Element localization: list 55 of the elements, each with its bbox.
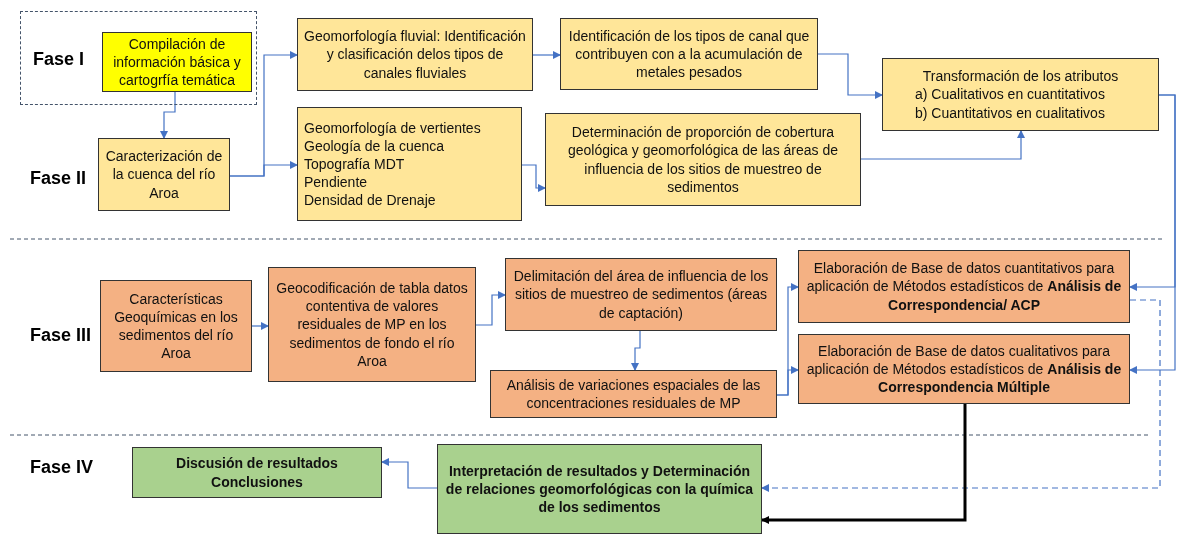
arrow <box>817 53 883 99</box>
arrow <box>251 322 269 330</box>
node-text: b) Cuantitativos en cualitativos <box>914 103 1106 122</box>
arrow <box>631 330 641 371</box>
arrow <box>860 130 1025 160</box>
node-text: Geomorfología fluvial: Identificación y clasificación delos tipos de canales fluviales <box>304 27 526 82</box>
phase-group-box <box>20 11 257 105</box>
arrow <box>521 164 546 192</box>
arrow <box>532 51 561 59</box>
process-box <box>297 107 522 221</box>
process-box <box>297 18 533 91</box>
node-text: Topografía MDT <box>304 154 406 174</box>
process-box <box>437 444 762 534</box>
node-text: Densidad de Drenaje <box>304 191 437 210</box>
process-box <box>798 334 1130 404</box>
node-text: Geocodificación de tabla datos contentiva de valores residuales de MP en los sedimentos de fondo el río Aroa <box>275 279 469 370</box>
process-box <box>102 32 252 92</box>
process-box <box>268 267 476 382</box>
process-box <box>98 138 230 211</box>
node-text: Delimitación del área de influencia de los sitios de muestreo de sedimentos (áreas de captación) <box>512 267 770 322</box>
process-box <box>490 370 777 418</box>
node-text: a) Cualitativos en cuantitativos <box>914 85 1106 104</box>
arrow <box>160 90 176 139</box>
node-text: Discusión de resultados Conclusiones <box>175 454 339 491</box>
node-text: Pendiente <box>304 173 369 192</box>
node-text: Caracterización de la cuenca del río Aroa <box>105 147 223 202</box>
arrow <box>475 291 506 326</box>
process-box <box>798 250 1130 323</box>
node-text: Compilación de información básica y cartogrfía temática <box>112 34 242 90</box>
process-box <box>882 58 1159 131</box>
node-text: Identificación de los tipos de canal que contribuyen con a la acumulación de metales pesados <box>567 26 811 82</box>
node-text: Características Geoquímicas en los sedimentos del río Aroa <box>113 289 239 363</box>
arrow <box>381 458 438 489</box>
arrow <box>761 404 967 524</box>
node-text: Análisis de variaciones espaciales de las concentraciones residuales de MP <box>505 375 762 413</box>
process-box <box>560 18 818 90</box>
arrow <box>776 366 799 396</box>
process-box <box>100 280 252 372</box>
process-box <box>545 113 861 206</box>
process-box <box>505 258 777 331</box>
arrow <box>761 299 1161 492</box>
process-box <box>132 447 382 498</box>
phase-label: Fase III <box>30 324 92 347</box>
node-text: Geología de la cuenca <box>304 136 446 155</box>
phase-label: Fase I <box>33 48 85 71</box>
node-text: Determinación de proporción de cobertura geológica y geomorfológica de las áreas de influencia de los sitios de muestreo de sedimentos <box>566 123 840 196</box>
arrow <box>1129 94 1176 374</box>
node-text: Geomorfología de vertientes <box>304 118 482 137</box>
node-text: Transformación de los atributos <box>921 67 1120 86</box>
phase-label: Fase II <box>30 167 87 190</box>
node-text: Interpretación de resultados y Determinación de relaciones geomorfológicas con la química de los sedimentos <box>444 461 755 517</box>
node-text: Elaboración de Base de datos cualitativos para aplicación de Métodos estadísticos de Análisis de Correspondencia Múltiple <box>805 341 1123 397</box>
arrow <box>229 161 298 177</box>
phase-label: Fase IV <box>30 456 94 479</box>
node-text: Elaboración de Base de datos cuantitativos para aplicación de Métodos estadísticos de Análisis de Correspondencia/ ACP <box>805 259 1123 314</box>
